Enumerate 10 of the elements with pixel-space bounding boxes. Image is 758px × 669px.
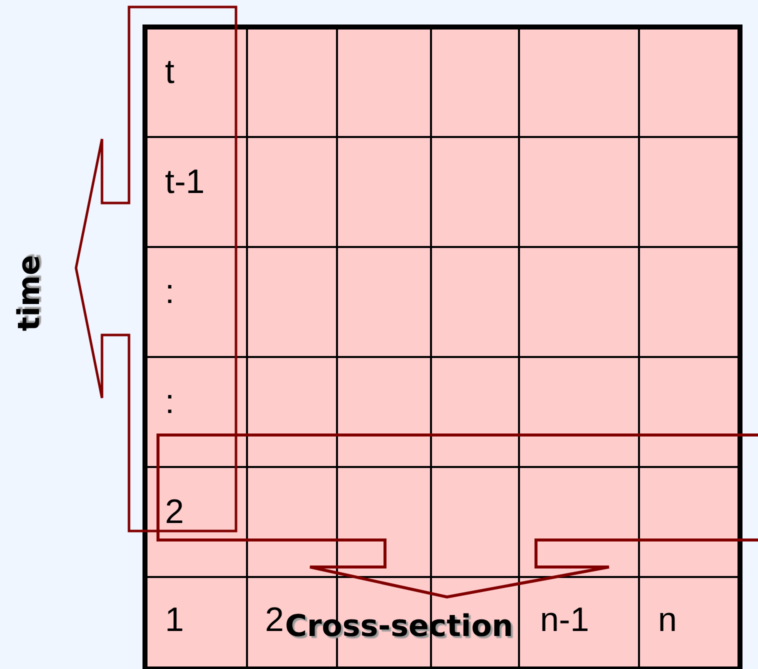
row-label: t-1	[165, 165, 205, 199]
column-label: n-1	[540, 603, 590, 637]
axis-label: time	[15, 254, 46, 332]
row-label: :	[165, 275, 174, 309]
column-label: 1	[165, 603, 184, 637]
row-label: t	[165, 55, 174, 89]
row-label: :	[165, 385, 174, 419]
column-label: 2	[265, 603, 284, 637]
row-label: 2	[165, 495, 184, 529]
column-label: n	[658, 603, 677, 637]
